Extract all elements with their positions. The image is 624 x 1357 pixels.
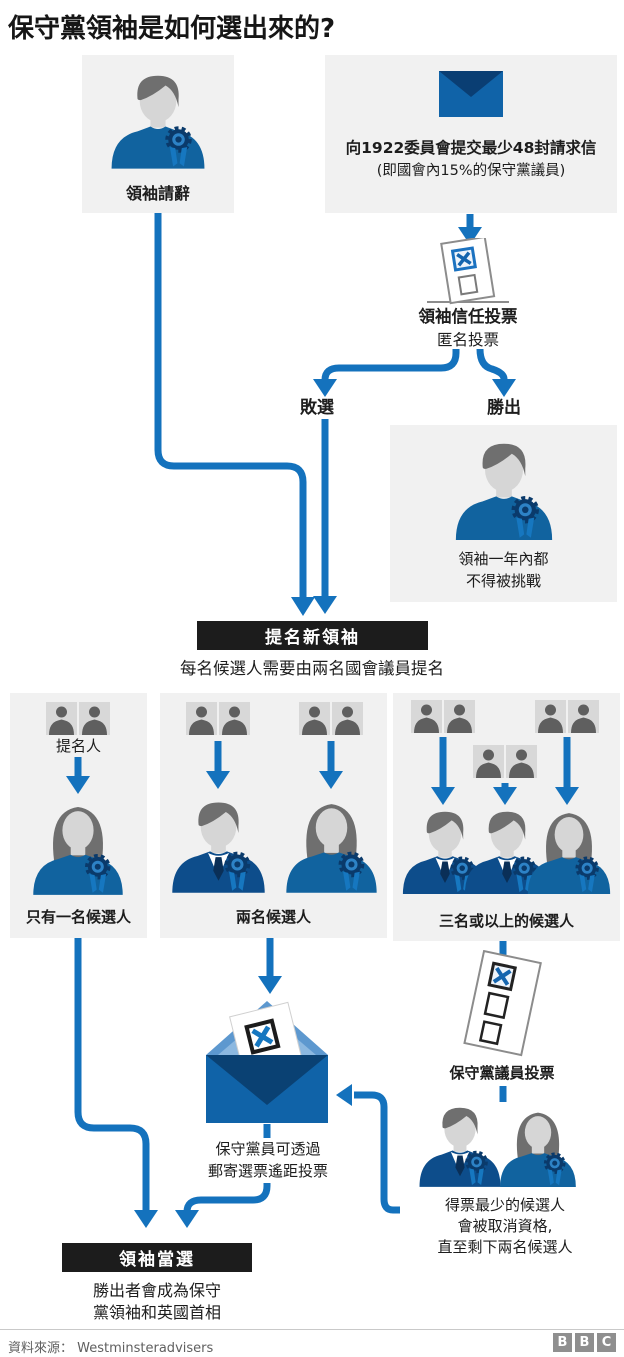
postal-line1: 保守黨員可透過 <box>215 1140 321 1158</box>
resign-label: 領袖請辭 <box>125 184 190 203</box>
confidence-title: 領袖信任投票 <box>418 307 518 326</box>
win-label: 勝出 <box>487 398 521 418</box>
source-credit: 資料來源： Westminsteradvisers <box>8 1337 213 1356</box>
page-title: 保守黨領袖是如何選出來的? <box>8 14 336 44</box>
elected-line2: 黨領袖和英國首相 <box>92 1303 221 1322</box>
arrow-elimination-to-envelope <box>354 1091 400 1214</box>
arrow-postal-to-elected <box>183 1182 271 1213</box>
person-resign-icon <box>104 69 212 169</box>
elected-line1: 勝出者會成為保守 <box>92 1281 221 1300</box>
nominator-pair-icon <box>186 702 250 735</box>
person-candidate-man-icon <box>166 796 271 893</box>
source-label: 資料來源： <box>8 1341 74 1356</box>
arrow-split-win <box>476 348 508 383</box>
bbc-logo: B B C <box>553 1333 616 1352</box>
elimination-line3: 直至剩下兩名候選人 <box>437 1238 573 1256</box>
envelope-closed-icon <box>439 71 503 117</box>
arrow-resign-to-nominate <box>154 213 307 599</box>
confidence-subtitle: 匿名投票 <box>436 331 499 349</box>
arrow-one-to-elected <box>74 938 150 1212</box>
nominator-pair-icon <box>473 745 537 778</box>
one-candidate-label: 只有一名候選人 <box>25 908 131 926</box>
bbc-logo-block: C <box>597 1333 616 1352</box>
elected-bar: 領袖當選 <box>62 1243 252 1272</box>
envelope-open-icon <box>206 1001 328 1123</box>
lose-label: 敗選 <box>300 398 334 418</box>
person-remaining-woman-icon <box>494 1106 582 1187</box>
ballot-confidence-icon <box>427 238 509 305</box>
nominator-pair-icon <box>535 700 599 733</box>
mp-vote-label: 保守黨議員投票 <box>449 1064 555 1082</box>
elimination-line2: 會被取消資格, <box>457 1217 553 1235</box>
bbc-logo-block: B <box>553 1333 572 1352</box>
nominate-subtitle: 每名候選人需要由兩名國會議員提名 <box>180 659 444 678</box>
two-candidates-label: 兩名候選人 <box>235 908 311 926</box>
elimination-line1: 得票最少的候選人 <box>444 1196 565 1214</box>
person-candidate-woman-icon <box>279 796 384 893</box>
three-candidates-label: 三名或以上的候選人 <box>438 912 574 930</box>
nominators-label: 提名人 <box>55 737 101 755</box>
source-name: Westminsteradvisers <box>77 1341 214 1356</box>
person-candidate-woman-icon <box>26 799 130 895</box>
person-remaining-man-icon <box>414 1102 506 1187</box>
person-candidate-woman-icon <box>521 806 617 894</box>
bbc-logo-block: B <box>575 1333 594 1352</box>
nominate-bar: 提名新領袖 <box>197 621 428 650</box>
winner-line1: 領袖一年內都 <box>458 550 549 568</box>
letters-line1: 向1922委員會提交最少48封請求信 <box>345 139 597 157</box>
postal-line2: 郵寄選票遙距投票 <box>207 1162 328 1180</box>
letters-line2: (即國會內15%的保守黨議員) <box>376 163 566 179</box>
person-winner-icon <box>448 437 560 540</box>
footer-divider <box>0 1329 624 1330</box>
arrow-split-lose <box>321 349 460 384</box>
nominator-pair-icon <box>411 700 475 733</box>
ballot-mp-icon <box>463 950 542 1057</box>
nominator-pair-icon <box>46 702 110 735</box>
nominator-pair-icon <box>299 702 363 735</box>
winner-line2: 不得被挑戰 <box>465 572 541 590</box>
